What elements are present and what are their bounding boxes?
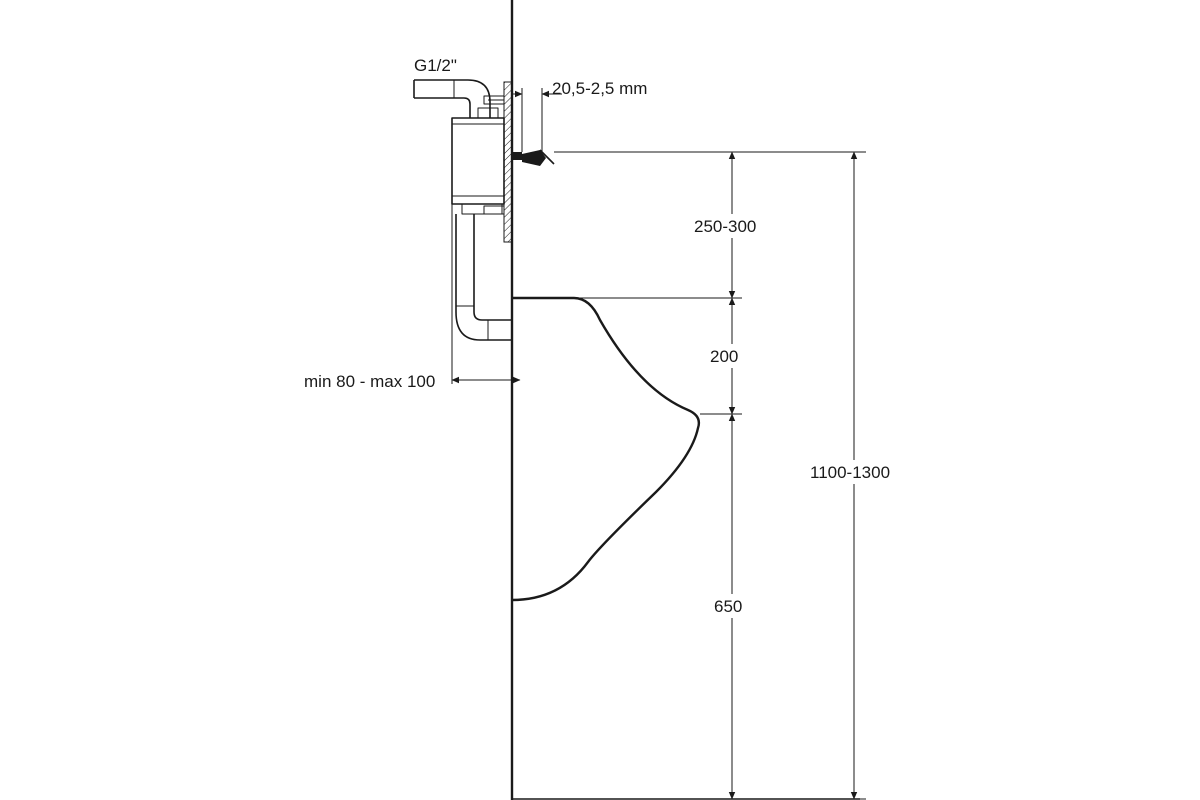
label-rim-to-lip: 200: [710, 347, 738, 366]
label-total-height: 1100-1300: [810, 463, 890, 482]
wall-mount-hatch: [503, 81, 513, 243]
label-valve-to-rim: 250-300: [694, 217, 756, 236]
supply-pipe: [413, 79, 491, 118]
label-connection-thread: G1/2": [414, 56, 457, 75]
label-lip-to-floor: 650: [714, 597, 742, 616]
spud-connector: [512, 149, 555, 166]
flush-valve-body: [451, 95, 505, 215]
label-wall-offset: 20,5-2,5 mm: [552, 79, 647, 98]
flush-pipe: [455, 214, 512, 341]
label-cavity-depth: min 80 - max 100: [304, 372, 435, 391]
urinal-profile: [511, 296, 701, 602]
